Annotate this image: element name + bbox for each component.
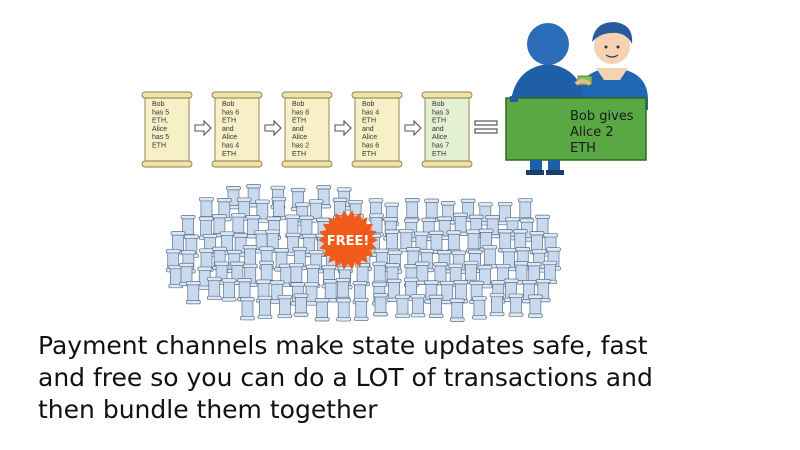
pile-scroll <box>528 294 543 318</box>
pile-scroll <box>185 281 201 305</box>
pile-scroll <box>304 282 319 306</box>
scroll-text-line: and <box>432 126 444 133</box>
scroll-text-line: and <box>362 126 374 133</box>
bob-figure-icon <box>510 23 593 110</box>
pile-scroll <box>314 298 330 322</box>
pile-scroll <box>404 198 420 222</box>
free-badge-label: FREE! <box>327 234 370 249</box>
scroll-text-line: ETH <box>362 151 376 158</box>
scroll-text-line: has 5 <box>152 134 169 141</box>
pile-scroll <box>482 245 498 269</box>
pile-scroll <box>466 229 481 253</box>
scroll-text-line: has 2 <box>292 143 309 150</box>
pile-scroll <box>269 280 285 304</box>
counter-text-line-3: ETH <box>570 141 596 156</box>
caption: Payment channels make state updates safe… <box>38 330 778 426</box>
scroll-text-line: Bob <box>152 101 165 108</box>
scroll-text-line: ETH <box>432 151 446 158</box>
scroll-text-line: has 5 <box>152 109 169 116</box>
pile-scroll <box>505 217 520 241</box>
equals-icon <box>474 120 498 134</box>
scroll-text-line: ETH <box>222 118 236 125</box>
pile-scroll <box>410 294 426 318</box>
scroll-text-line: ETH <box>292 151 306 158</box>
pile-scroll <box>395 294 410 318</box>
scroll-text-line: has 8 <box>292 109 309 116</box>
scroll-text-line: Bob <box>362 101 375 108</box>
pile-scroll <box>472 296 487 320</box>
alice-figure-icon <box>578 22 648 110</box>
pile-scroll <box>271 196 287 221</box>
scroll-text-line: has 7 <box>432 143 449 150</box>
arrow-right-icon <box>334 119 352 137</box>
arrow-right-icon <box>194 119 212 137</box>
scroll-pile <box>165 184 561 322</box>
scroll-text-line: ETH <box>222 151 236 158</box>
pile-scroll <box>489 292 505 317</box>
scroll-text-line: has 4 <box>222 143 239 150</box>
scroll-text-line: Alice <box>432 134 447 141</box>
caption-line-1: Payment channels make state updates safe… <box>38 331 648 360</box>
scroll-text-line: Bob <box>292 101 305 108</box>
scroll-text-line: ETH, <box>152 118 168 125</box>
arrow-right-icon <box>404 119 422 137</box>
pile-scroll <box>508 293 524 317</box>
counter-text-line-2: Alice 2 <box>570 125 614 140</box>
scroll-text-line: Alice <box>222 134 237 141</box>
scroll-text-line: and <box>222 126 234 133</box>
pile-scroll <box>517 198 533 222</box>
scroll-text-line: Alice <box>292 134 307 141</box>
pile-scroll <box>257 295 273 320</box>
caption-line-3: then bundle them together <box>38 395 378 424</box>
scroll-text-line: Bob <box>432 101 445 108</box>
scroll-text-line: Alice <box>152 126 167 133</box>
scroll-text-line: has 3 <box>432 109 449 116</box>
scroll-text-line: Bob <box>222 101 235 108</box>
pile-scroll <box>453 280 469 304</box>
pile-scroll <box>353 297 369 322</box>
pile-scroll <box>428 294 444 318</box>
scroll-text-line: has 4 <box>362 109 379 116</box>
caption-line-2: and free so you can do a LOT of transact… <box>38 363 653 392</box>
free-badge: FREE! <box>318 210 378 270</box>
pile-scroll <box>277 294 293 319</box>
scroll-text-line: ETH <box>362 118 376 125</box>
pile-scroll <box>197 266 213 290</box>
scroll-text-line: Alice <box>362 134 377 141</box>
pile-scroll <box>206 276 222 301</box>
scroll-text-line: ETH <box>432 118 446 125</box>
pile-scroll <box>254 199 270 223</box>
counter-box <box>505 97 647 161</box>
pile-scroll <box>240 297 255 321</box>
pile-scroll <box>221 278 237 302</box>
pile-scroll <box>293 293 309 317</box>
pile-scroll <box>372 261 388 285</box>
pile-scroll <box>449 298 465 322</box>
pile-scroll <box>336 298 352 322</box>
counter-text-line-1: Bob gives <box>570 109 634 124</box>
scroll-text-line: ETH <box>152 143 166 150</box>
scroll-text-line: ETH <box>292 118 306 125</box>
pile-scroll <box>373 293 388 317</box>
arrow-right-icon <box>264 119 282 137</box>
pile-scroll <box>335 277 351 302</box>
free-badge-burst <box>318 210 378 270</box>
pile-scroll <box>535 278 551 303</box>
scroll-text-line: has 6 <box>362 143 379 150</box>
bank-counter-scene: Bob gives Alice 2 ETH <box>505 22 648 175</box>
scroll-text-line: has 6 <box>222 109 239 116</box>
pile-scroll <box>446 230 462 254</box>
scroll-text-line: and <box>292 126 304 133</box>
